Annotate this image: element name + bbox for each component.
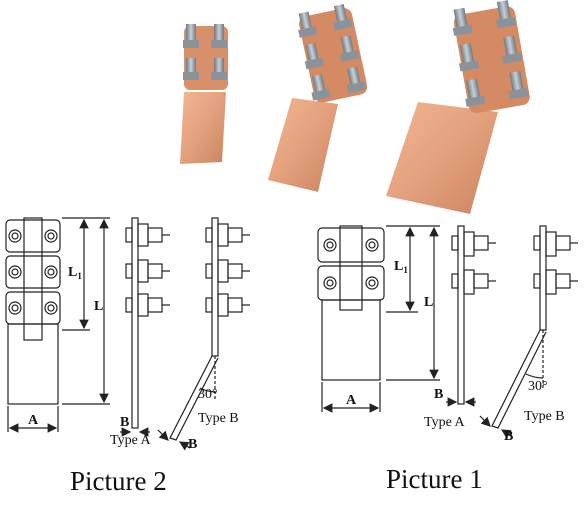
side-view-type-b — [479, 225, 578, 439]
bolt-icon — [8, 229, 58, 315]
bolt-icon — [183, 24, 227, 80]
photo-connector-medium — [268, 4, 368, 192]
dim-label-B: B — [434, 387, 443, 402]
dim-label-B-bend: B — [188, 437, 197, 452]
bolt-icon — [298, 4, 366, 101]
caption-picture-1: Picture 1 — [386, 464, 483, 494]
side-view-type-a — [446, 225, 496, 407]
dim-label-L1: L1 — [394, 259, 408, 275]
dim-label-A: A — [28, 413, 39, 428]
angle-label: 30° — [528, 379, 548, 394]
front-view — [317, 225, 440, 413]
drawing-picture-1 — [317, 225, 578, 439]
type-a-label: Type A — [110, 433, 152, 448]
dim-label-A: A — [346, 393, 357, 408]
dim-label-L: L — [94, 299, 103, 314]
dim-label-L: L — [424, 295, 433, 310]
side-view-type-b — [157, 217, 250, 451]
dim-label-B: B — [120, 415, 129, 430]
type-b-label: Type B — [524, 409, 565, 424]
front-view — [5, 217, 110, 433]
angle-label: 30° — [198, 387, 218, 402]
photo-connector-small — [180, 24, 228, 164]
type-b-label: Type B — [198, 411, 239, 426]
dim-label-B-bend: B — [504, 429, 513, 444]
caption-picture-2: Picture 2 — [70, 466, 167, 496]
bolt-icon — [323, 238, 379, 290]
side-view-type-a — [120, 217, 170, 437]
bolt-icon — [452, 0, 529, 107]
type-a-label: Type A — [424, 415, 466, 430]
dim-label-L1: L1 — [68, 265, 82, 281]
photo-connector-large — [386, 0, 530, 214]
drawing-picture-2 — [5, 217, 250, 451]
